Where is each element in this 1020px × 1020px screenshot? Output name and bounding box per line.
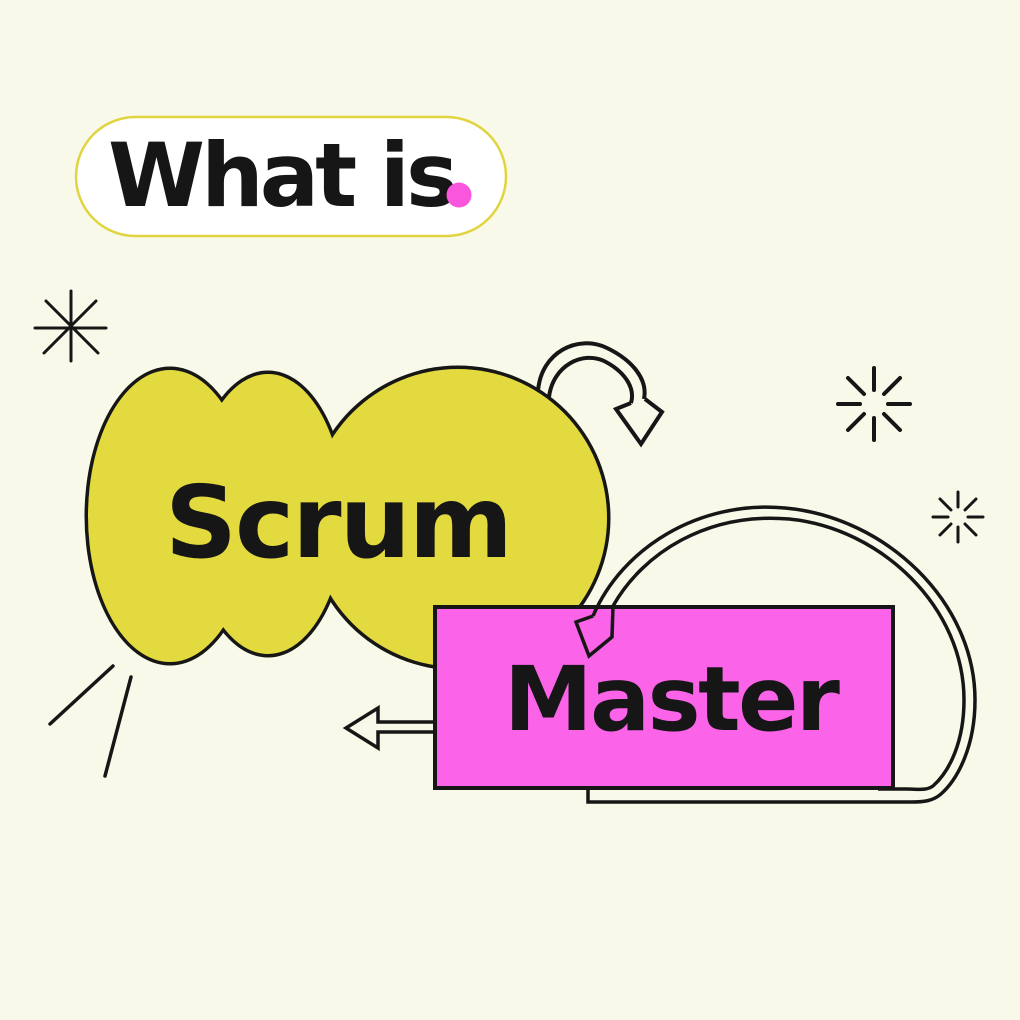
badge-pill bbox=[74, 115, 508, 238]
master-label: Master bbox=[504, 647, 840, 751]
left-arrow-icon bbox=[342, 704, 437, 752]
big-loop-arrow-icon bbox=[573, 505, 977, 804]
burst-spinner-icon bbox=[836, 366, 912, 442]
master-panel: Master bbox=[433, 605, 895, 790]
big-loop-arrowhead bbox=[573, 605, 615, 659]
scrum-label: Scrum bbox=[165, 464, 511, 581]
curved-hop-arrowhead bbox=[612, 397, 665, 448]
blob-fill bbox=[88, 369, 607, 667]
emphasis-rays-icon bbox=[48, 664, 133, 778]
burst-spinner-small-icon bbox=[931, 490, 985, 544]
accent-dot bbox=[446, 182, 472, 208]
curved-hop-arrow-icon bbox=[536, 341, 665, 448]
scrum-blob: Scrum bbox=[84, 365, 611, 671]
master-rect bbox=[433, 605, 895, 790]
asterisk-star-icon bbox=[33, 289, 108, 363]
title-badge: What is bbox=[74, 115, 508, 238]
badge-label: What is bbox=[108, 124, 455, 227]
